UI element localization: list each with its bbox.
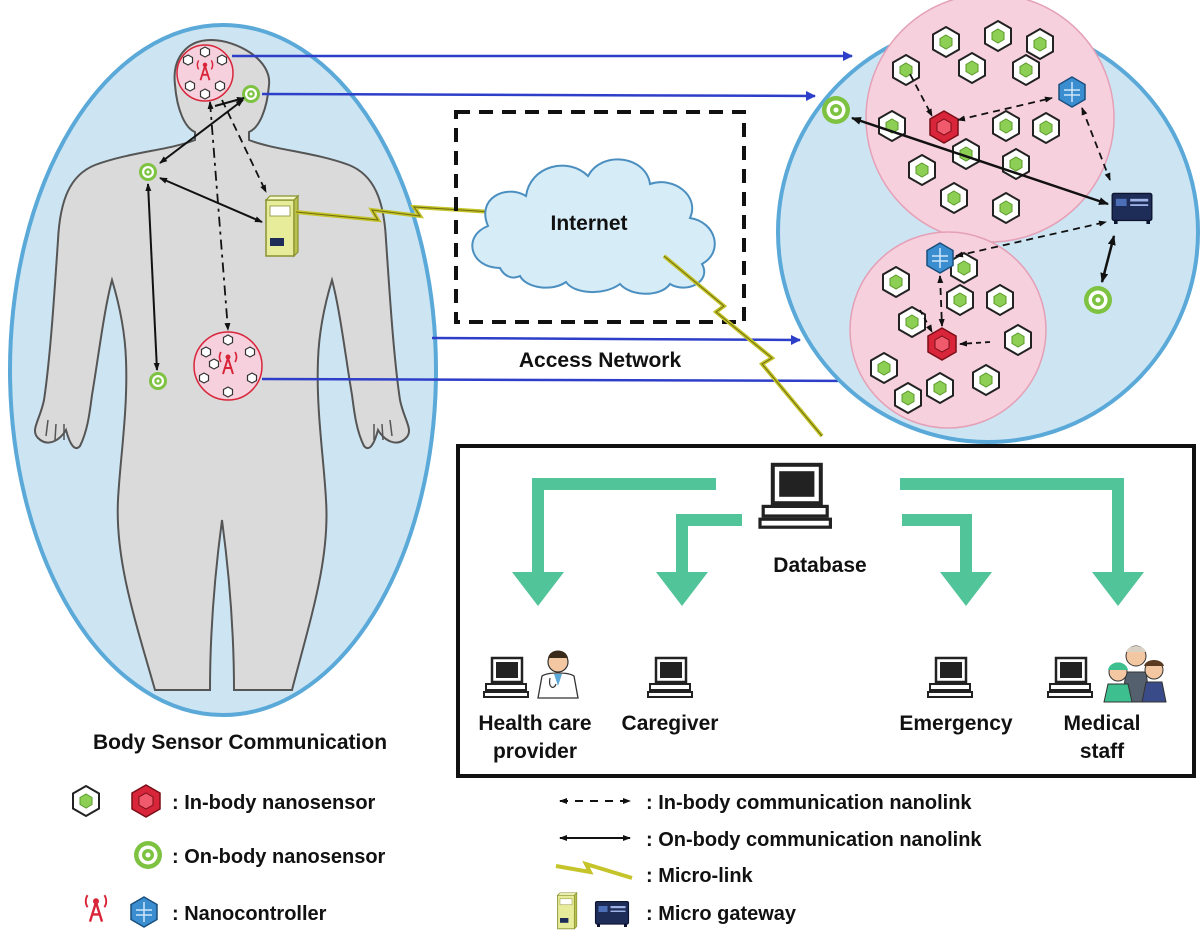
- internet-cloud: [471, 158, 716, 295]
- body-sensor-title: Body Sensor Communication: [93, 731, 387, 754]
- legend-in-body-nanosensor: : In-body nanosensor: [172, 792, 376, 814]
- medical-staff-people-icon: [1103, 645, 1167, 703]
- zoom-on-body-sensor-top: [822, 96, 850, 124]
- zoom-upper-red-sensor-icon: [929, 110, 959, 144]
- zoom-on-body-sensor-bottom: [1084, 286, 1112, 314]
- internet-boundary-box: [454, 110, 746, 324]
- legend-on-body-nanolink: : On-body communication nanolink: [646, 829, 982, 851]
- zoom-lower-nanocontroller-icon: [926, 242, 954, 274]
- legend-micro-link: : Micro-link: [646, 865, 754, 887]
- recipient-medical-line1: Medical: [1063, 712, 1140, 735]
- doctor-avatar-icon: [537, 650, 579, 699]
- database-label: Database: [773, 554, 866, 577]
- legend-micro-gateway: : Micro gateway: [646, 903, 797, 925]
- micro-gateway-icon: [557, 892, 630, 930]
- body-micro-gateway-icon: [265, 195, 299, 257]
- recipient-caregiver: Caregiver: [622, 712, 719, 735]
- link-abdomen-to-zone: [261, 375, 867, 386]
- link-neck-to-zone: [261, 90, 816, 101]
- zoom-micro-gateway-icon: [1111, 192, 1153, 225]
- legend-in-body-nanolink: : In-body communication nanolink: [646, 792, 972, 814]
- zoom-upper-nanocontroller-icon: [1058, 76, 1086, 108]
- on-body-sensor-neck: [242, 85, 260, 103]
- lightning-link-icon: [555, 860, 633, 880]
- recipient-medical-line2: staff: [1080, 740, 1125, 763]
- zoom-lower-red-sensor-icon: [927, 327, 957, 361]
- legend-nanocontroller: : Nanocontroller: [172, 903, 327, 925]
- on-body-sensor-hip: [149, 372, 167, 390]
- distribution-arrows: [532, 478, 1124, 580]
- internet-label: Internet: [550, 212, 627, 235]
- access-network-label: Access Network: [519, 349, 682, 372]
- on-body-sensor-shoulder: [139, 163, 157, 181]
- database-panel: [456, 444, 1196, 778]
- in-body-nanosensor-icon: [72, 784, 161, 818]
- recipient-health-care-line2: provider: [493, 740, 577, 763]
- nanocontroller-icon: [84, 894, 158, 928]
- legend-on-body-nanosensor: : On-body nanosensor: [172, 846, 386, 868]
- recipient-emergency: Emergency: [899, 712, 1013, 735]
- abdomen-nanozone: [193, 331, 263, 401]
- on-body-nanosensor-icon: [134, 841, 162, 869]
- recipient-health-care-line1: Health care: [478, 712, 591, 735]
- link-access-upper: [431, 334, 801, 345]
